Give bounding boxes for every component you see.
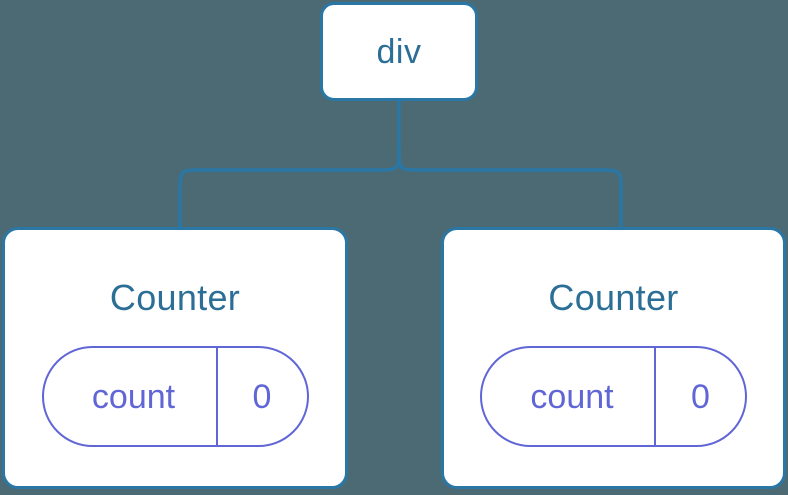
state-pill-divider-right [654,348,656,445]
node-counter-left-label: Counter [109,277,241,318]
state-pill-left[interactable]: count 0 [41,346,309,447]
node-div-label: div [376,32,422,71]
connector-branch-left [178,146,401,229]
state-key-right: count [530,377,614,416]
node-counter-right[interactable]: Counter count 0 [441,227,786,489]
state-key-left: count [91,377,176,416]
state-value-right: 0 [691,377,710,416]
node-div[interactable]: div [320,2,478,101]
node-counter-right-label: Counter [548,277,679,318]
state-pill-right[interactable]: count 0 [480,346,747,447]
node-counter-left[interactable]: Counter count 0 [2,227,348,489]
state-value-left: 0 [252,377,272,416]
state-pill-divider-left [215,348,218,445]
connector-branch-right [397,146,623,229]
